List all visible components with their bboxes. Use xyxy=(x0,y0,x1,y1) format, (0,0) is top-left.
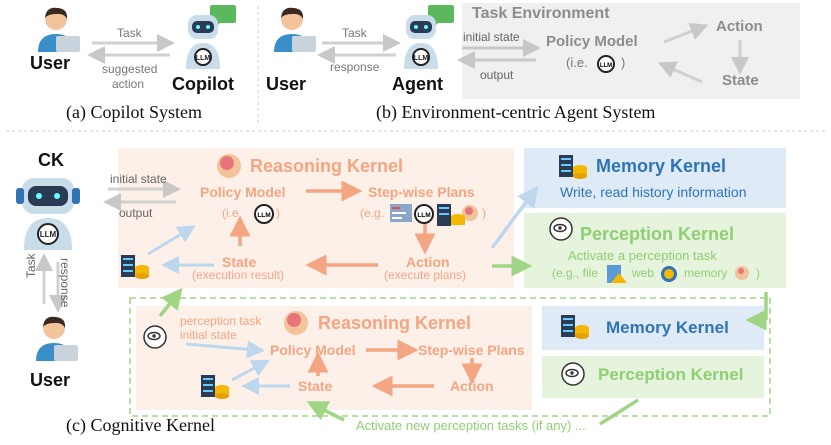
perception-head-icon xyxy=(143,325,167,349)
caption-c: (c) Cognitive Kernel xyxy=(66,415,215,435)
env-title: Task Environment xyxy=(472,5,610,22)
svg-text:LLM: LLM xyxy=(417,212,430,219)
memory-kernel-title: Memory Kernel xyxy=(596,156,727,176)
reasoning-kernel-title: Reasoning Kernel xyxy=(250,156,404,176)
svg-text:LLM: LLM xyxy=(196,55,211,62)
state-label: State xyxy=(298,378,333,394)
policy-model-label: Policy Model xyxy=(546,33,638,50)
memory-kernel-title: Memory Kernel xyxy=(606,318,729,337)
database-icon xyxy=(201,375,229,399)
action-label: Action xyxy=(406,254,450,270)
task-environment-box xyxy=(462,3,800,99)
user-icon xyxy=(274,7,316,52)
brain-head-icon xyxy=(735,266,749,280)
svg-text:LLM: LLM xyxy=(40,230,57,239)
agent-label: Agent xyxy=(392,74,443,94)
database-icon xyxy=(437,204,465,226)
state-sub-label: (execution result) xyxy=(192,268,285,282)
perception-head-icon xyxy=(561,362,585,386)
brain-head-icon xyxy=(284,311,308,335)
initial-state-label: initial state xyxy=(110,172,167,186)
memory-kernel-desc: Write, read history information xyxy=(560,184,747,200)
task-label: Task xyxy=(117,26,142,40)
initial-state-label: initial state xyxy=(180,328,237,342)
copilot-label: Copilot xyxy=(172,74,234,94)
ck-robot-icon: LLM xyxy=(16,178,80,250)
perception-task-label: perception task xyxy=(180,314,262,328)
caption-a: (a) Copilot System xyxy=(66,102,202,122)
file-icon xyxy=(607,265,627,283)
step-plans-label: Step-wise Plans xyxy=(418,342,525,358)
perception-eg-prefix: (e.g., file xyxy=(552,266,599,280)
database-icon xyxy=(559,155,587,179)
user-icon xyxy=(38,7,80,52)
llm-icon: LLM xyxy=(254,204,274,224)
initial-state-label: initial state xyxy=(463,30,520,44)
activate-new-tasks-label: Activate new perception tasks (if any) .… xyxy=(356,418,586,433)
perception-kernel-title: Perception Kernel xyxy=(580,224,735,244)
brain-head-icon xyxy=(462,205,478,221)
perception-eg-suffix: ) xyxy=(756,266,760,280)
llm-icon: LLM xyxy=(597,55,615,73)
policy-model-label: Policy Model xyxy=(270,342,356,358)
robot-icon: LLM xyxy=(186,5,236,69)
eg-prefix: (e.g. xyxy=(360,206,385,220)
output-label: output xyxy=(480,68,514,82)
caption-b: (b) Environment-centric Agent System xyxy=(376,102,656,122)
response-label: response xyxy=(58,258,72,308)
output-label: output xyxy=(119,206,153,220)
ie-prefix: (i.e. xyxy=(222,206,243,220)
user-label: User xyxy=(266,74,307,94)
brain-head-icon xyxy=(217,154,241,178)
suggested-label: suggested xyxy=(102,62,158,76)
state-label: State xyxy=(722,72,759,89)
user-label: User xyxy=(30,370,71,390)
llm-icon: LLM xyxy=(414,204,434,224)
perception-dashed-box xyxy=(129,297,771,417)
user-icon xyxy=(36,316,78,361)
policy-model-label: Policy Model xyxy=(200,184,286,200)
svg-text:LLM: LLM xyxy=(257,212,270,219)
task-label: Task xyxy=(342,26,367,40)
ie-prefix: (i.e. xyxy=(566,55,588,70)
action-label: Action xyxy=(716,18,763,35)
robot-icon: LLM xyxy=(404,5,454,69)
perception-head-icon xyxy=(549,217,573,241)
database-icon xyxy=(121,255,149,279)
ck-label: CK xyxy=(38,150,64,170)
action-label: Action xyxy=(450,378,494,394)
reasoning-kernel-title: Reasoning Kernel xyxy=(318,313,472,333)
ie-suffix: ) xyxy=(276,206,280,220)
state-label: State xyxy=(222,254,257,270)
perception-kernel-desc: Activate a perception task xyxy=(568,248,717,263)
user-label: User xyxy=(30,53,71,73)
action-sub-label: (execute plans) xyxy=(384,268,467,282)
eg-suffix: ) xyxy=(482,206,486,220)
svg-text:LLM: LLM xyxy=(414,55,429,62)
response-label: response xyxy=(330,60,380,74)
database-icon xyxy=(561,315,589,339)
perception-memory-label: memory xyxy=(684,266,728,280)
web-icon xyxy=(661,266,677,282)
task-label: Task xyxy=(24,253,38,278)
perception-web-label: web xyxy=(632,266,655,280)
svg-text:LLM: LLM xyxy=(600,63,612,69)
code-window-icon xyxy=(390,204,412,222)
ie-suffix: ) xyxy=(621,55,626,70)
step-plans-label: Step-wise Plans xyxy=(368,184,475,200)
action-label: action xyxy=(112,77,145,91)
perception-kernel-title: Perception Kernel xyxy=(598,365,744,384)
